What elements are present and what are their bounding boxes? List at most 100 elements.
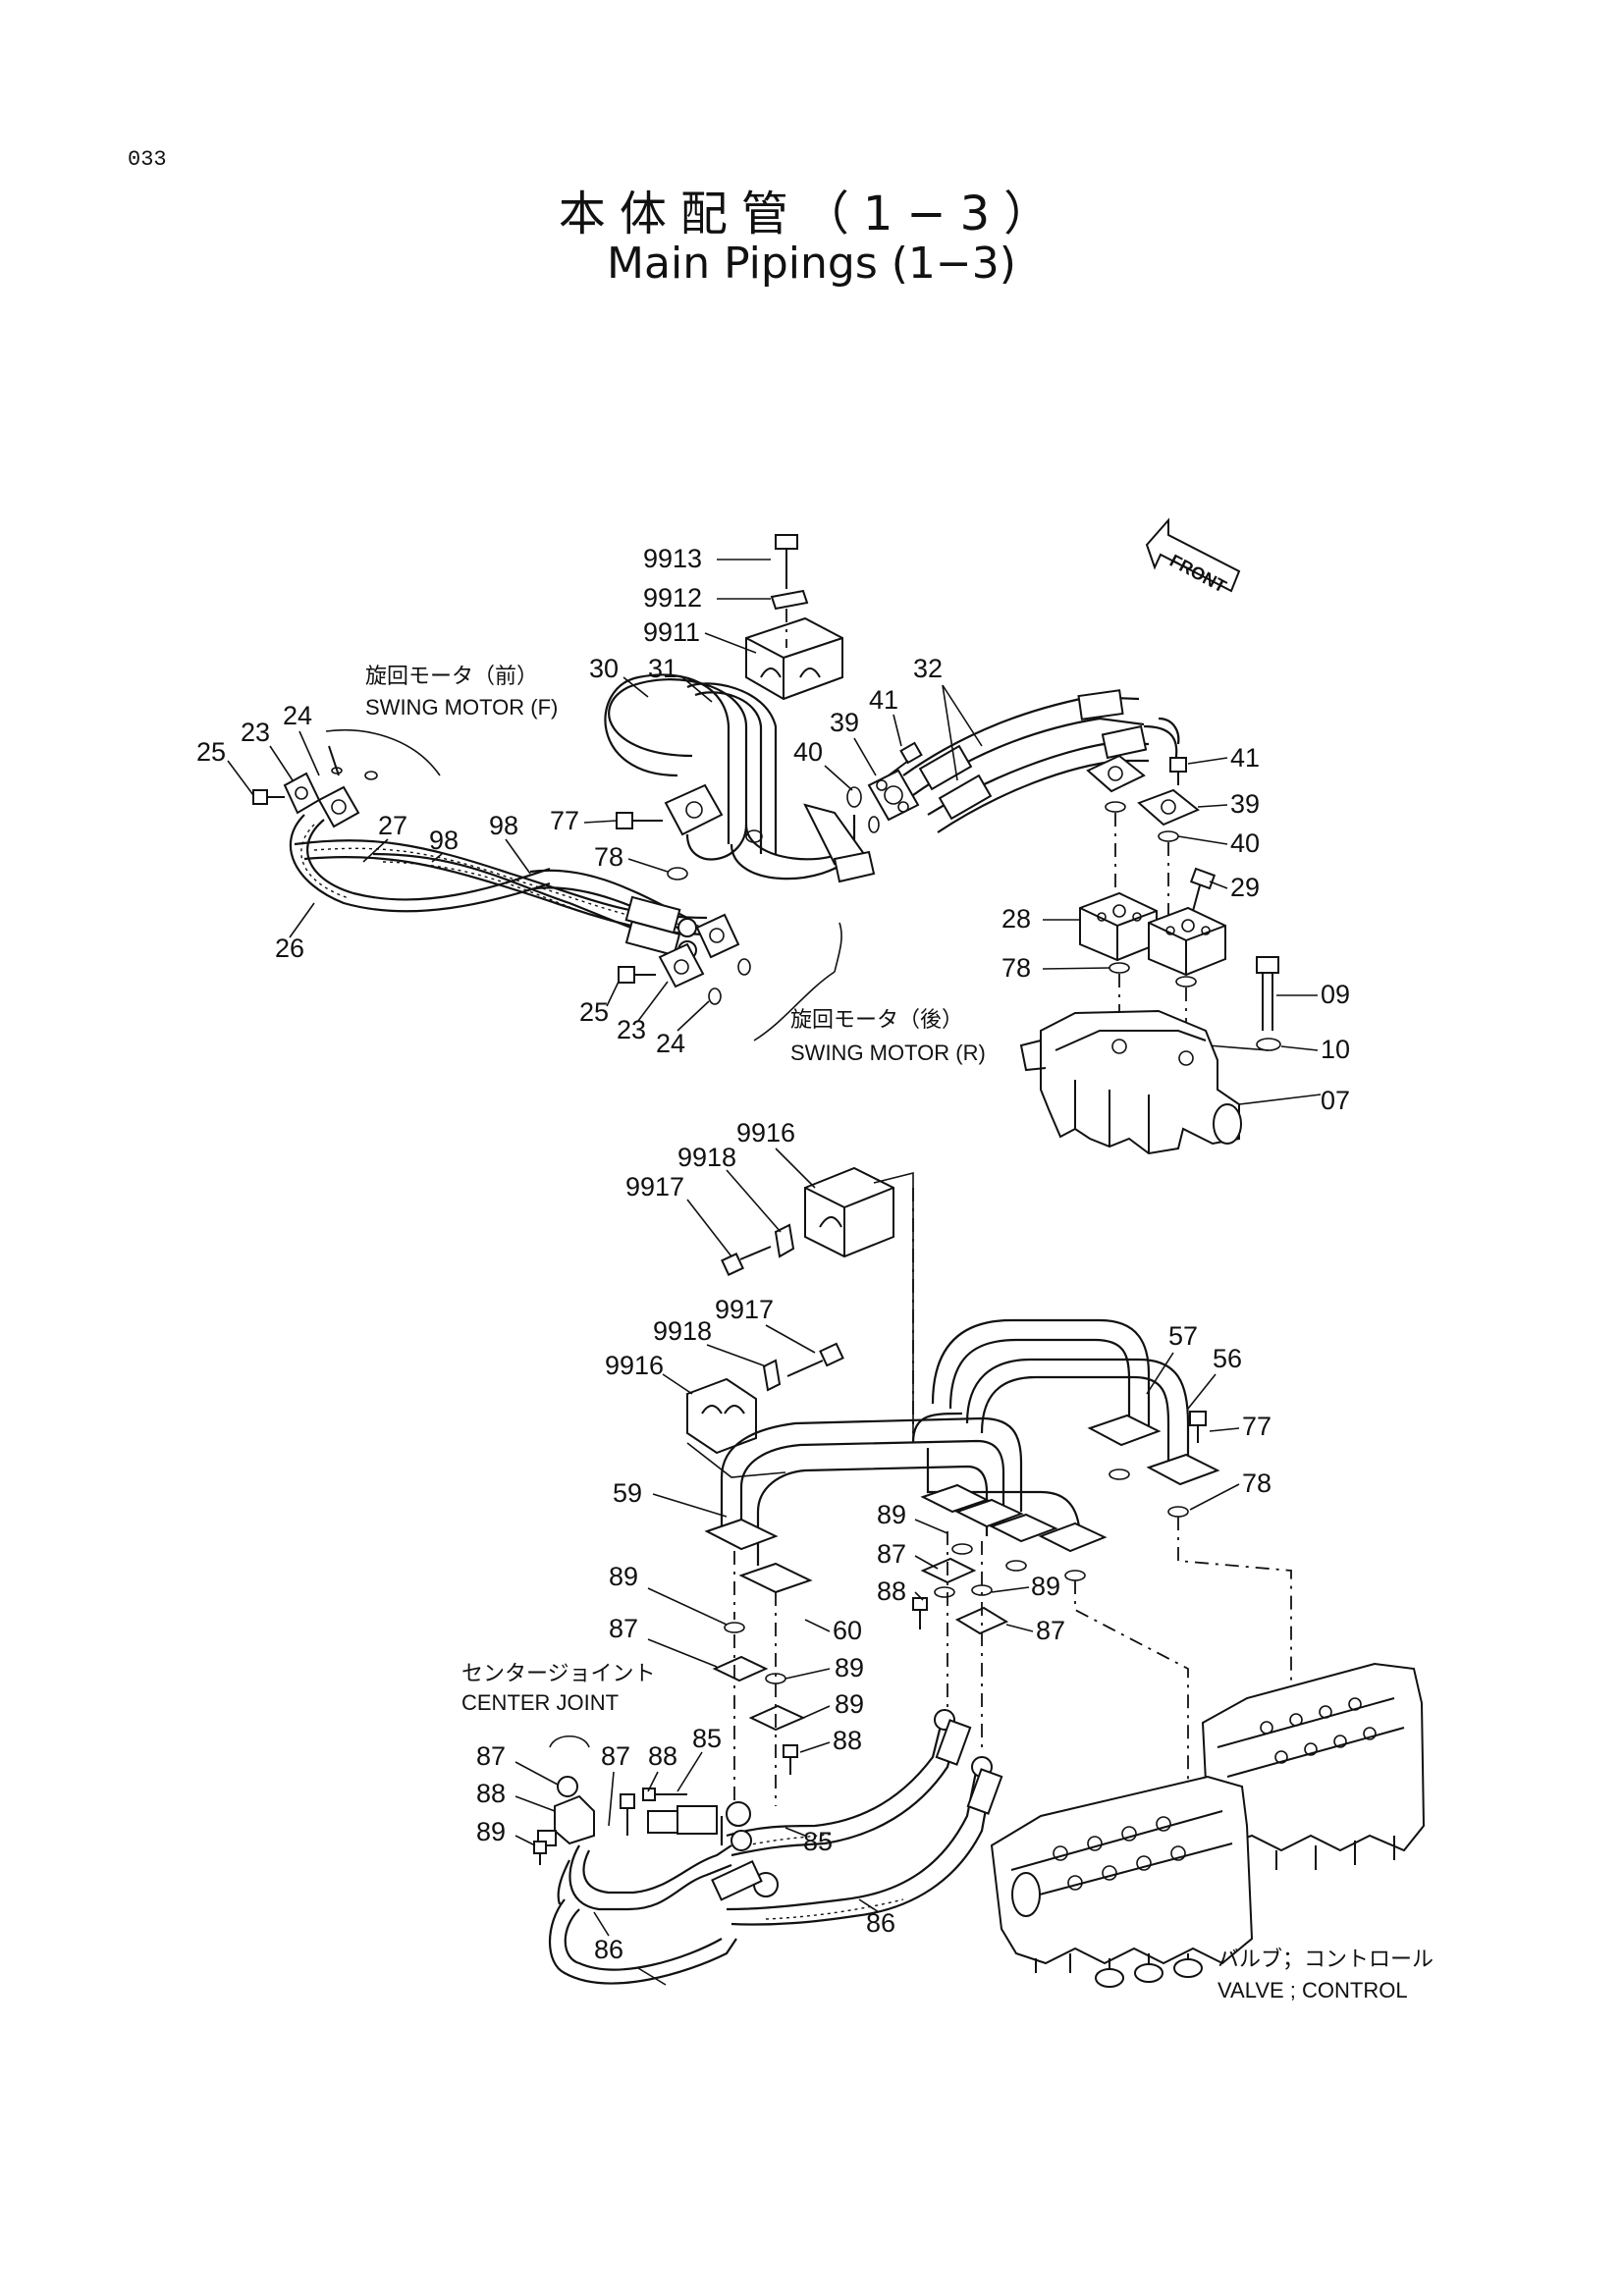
flange-icon xyxy=(704,1518,779,1551)
clamp-block-icon xyxy=(745,616,843,701)
part-label: 9912 xyxy=(643,583,702,613)
part-label: 78 xyxy=(1001,953,1031,983)
flange-block-icon xyxy=(1148,906,1226,977)
flange-icon xyxy=(954,1498,1024,1528)
page-title-japanese: 本体配管（1−3） xyxy=(558,187,1065,241)
washer-icon xyxy=(770,589,809,611)
part-label: 25 xyxy=(579,997,609,1027)
part-label: 25 xyxy=(196,737,226,767)
bolt-icon xyxy=(533,1841,547,1865)
front-arrow-icon: FRONT xyxy=(1145,517,1241,597)
center-joint-caption: CENTER JOINT xyxy=(461,1690,619,1715)
washer-icon xyxy=(774,1223,795,1258)
part-label: 98 xyxy=(429,826,459,855)
part-label: 78 xyxy=(1242,1468,1271,1498)
part-label: 87 xyxy=(476,1741,506,1771)
part-label: 86 xyxy=(594,1935,623,1964)
part-label: 27 xyxy=(378,811,407,840)
flange-icon xyxy=(283,772,321,815)
part-label: 9918 xyxy=(653,1316,712,1346)
flange-icon xyxy=(317,785,360,828)
part-label: 87 xyxy=(601,1741,630,1771)
clamp-block-icon xyxy=(804,1166,894,1258)
bolt-icon xyxy=(721,1246,772,1276)
part-label: 32 xyxy=(913,654,943,683)
bolt-icon xyxy=(252,789,285,805)
part-label: 26 xyxy=(275,934,304,963)
part-label: 88 xyxy=(877,1576,906,1606)
flange-icon xyxy=(1038,1522,1108,1553)
flange-icon xyxy=(920,1483,990,1514)
flange-icon xyxy=(867,769,920,822)
part-label: 41 xyxy=(1230,743,1260,773)
part-label: 28 xyxy=(1001,904,1031,934)
part-label: 87 xyxy=(609,1614,638,1643)
part-label: 9917 xyxy=(625,1172,684,1201)
flange-icon xyxy=(920,1557,977,1584)
clamp-assembly xyxy=(686,1166,914,1478)
part-label: 89 xyxy=(609,1562,638,1591)
washer-icon xyxy=(1256,1038,1281,1051)
part-label: 85 xyxy=(692,1724,722,1753)
part-label: 9911 xyxy=(643,617,700,647)
part-label: 98 xyxy=(489,811,518,840)
bolt-icon xyxy=(783,1744,798,1775)
part-label: 9916 xyxy=(605,1351,664,1380)
part-label: 77 xyxy=(1242,1412,1271,1441)
flange-icon xyxy=(1146,1453,1220,1486)
part-label: 29 xyxy=(1230,873,1260,902)
part-label: 24 xyxy=(656,1029,685,1058)
control-valve-caption: VALVE ; CONTROL xyxy=(1217,1978,1408,2002)
part-label: 23 xyxy=(241,718,270,747)
part-label: 57 xyxy=(1168,1321,1198,1351)
flange-icon xyxy=(748,1704,806,1732)
page-number: 033 xyxy=(128,147,167,172)
part-label: 39 xyxy=(1230,789,1260,819)
flange-block-icon xyxy=(1079,891,1158,962)
pipe-assembly xyxy=(704,1188,1292,1806)
part-label: 60 xyxy=(833,1616,862,1645)
control-valve-caption-jp: バルブ；コントロール xyxy=(1217,1947,1434,1971)
bolt-icon xyxy=(786,1342,844,1377)
clamp-block-icon xyxy=(686,1377,757,1455)
part-label: 89 xyxy=(835,1653,864,1682)
part-label: 9917 xyxy=(715,1295,774,1324)
lower-section-labels: 87 88 89 87 88 85 85 86 86 バルブ；コントロール VA… xyxy=(476,1724,1434,2002)
flange-icon xyxy=(989,1513,1058,1543)
part-label: 10 xyxy=(1321,1035,1350,1064)
part-label: 89 xyxy=(877,1500,906,1529)
part-label: 87 xyxy=(1036,1616,1065,1645)
part-label: 09 xyxy=(1321,980,1350,1009)
bolt-icon xyxy=(775,534,798,589)
bolt-icon xyxy=(1256,956,1279,1031)
swing-motor-r-caption-jp: 旋回モータ（後） xyxy=(790,1007,963,1032)
bolt-icon xyxy=(620,1793,635,1836)
swing-motor-valve-icon xyxy=(1019,1009,1242,1155)
part-label: 89 xyxy=(1031,1572,1060,1601)
bolt-icon xyxy=(1189,867,1217,912)
part-label: 30 xyxy=(589,654,619,683)
part-label: 9913 xyxy=(643,544,702,573)
part-label: 89 xyxy=(835,1689,864,1719)
part-label: 59 xyxy=(613,1478,642,1508)
part-label: 24 xyxy=(283,701,312,730)
swing-motor-piping-assembly xyxy=(252,534,1322,1155)
flange-icon xyxy=(712,1655,769,1682)
flange-icon xyxy=(658,942,705,988)
part-label: 77 xyxy=(550,806,579,835)
washer-icon xyxy=(762,1359,782,1392)
center-joint-caption-jp: センタージョイント xyxy=(461,1661,656,1685)
part-label: 89 xyxy=(476,1817,506,1846)
part-label: 40 xyxy=(793,737,823,767)
part-label: 40 xyxy=(1230,828,1260,858)
part-label: 86 xyxy=(866,1908,895,1938)
center-joint-assembly xyxy=(533,1709,1003,1985)
bolt-icon xyxy=(616,812,663,829)
top-section-labels: 9913 9912 9911 30 31 32 41 41 39 39 40 4… xyxy=(196,544,1350,1115)
bolt-icon xyxy=(912,1597,928,1629)
flange-icon xyxy=(664,783,724,836)
bolt-icon xyxy=(888,741,923,776)
flange-icon xyxy=(954,1606,1009,1635)
flange-icon xyxy=(695,913,740,959)
